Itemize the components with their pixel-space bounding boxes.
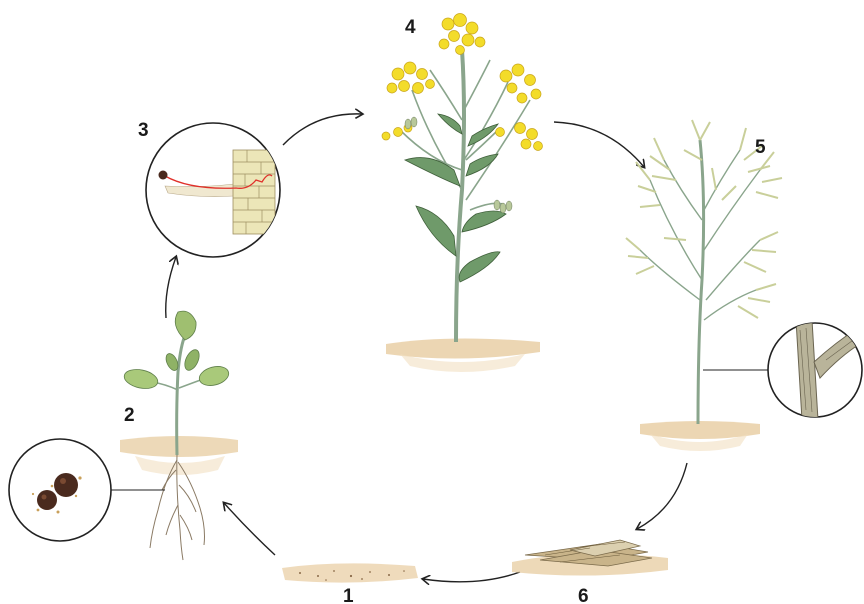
arrow-6-to-1 — [423, 572, 520, 582]
arrow-3-to-4 — [283, 114, 362, 145]
stage-2-seedling — [120, 311, 238, 560]
root-infection-magnifier-icon — [146, 123, 280, 257]
arrow-1-to-2 — [224, 503, 275, 555]
stage-label-4: 4 — [405, 17, 416, 38]
arrow-4-to-5 — [554, 122, 644, 167]
stage-label-6: 6 — [578, 586, 589, 604]
stage-label-5: 5 — [755, 137, 766, 158]
arrow-2-to-3 — [166, 257, 176, 318]
stage-6-plant-debris — [512, 540, 668, 576]
stage-labels: 1 2 3 4 5 6 — [124, 17, 766, 604]
stem-magnifier-icon — [703, 320, 864, 420]
stage-label-2: 2 — [124, 405, 135, 426]
stage-label-1: 1 — [343, 586, 354, 604]
arrow-5-to-6 — [637, 463, 687, 529]
stage-4-flowering-plant — [382, 14, 543, 373]
plant-leaves — [405, 114, 506, 282]
stage-5-mature-plant — [626, 120, 782, 451]
stage-label-3: 3 — [138, 120, 149, 141]
stage-1-soil — [282, 563, 418, 582]
